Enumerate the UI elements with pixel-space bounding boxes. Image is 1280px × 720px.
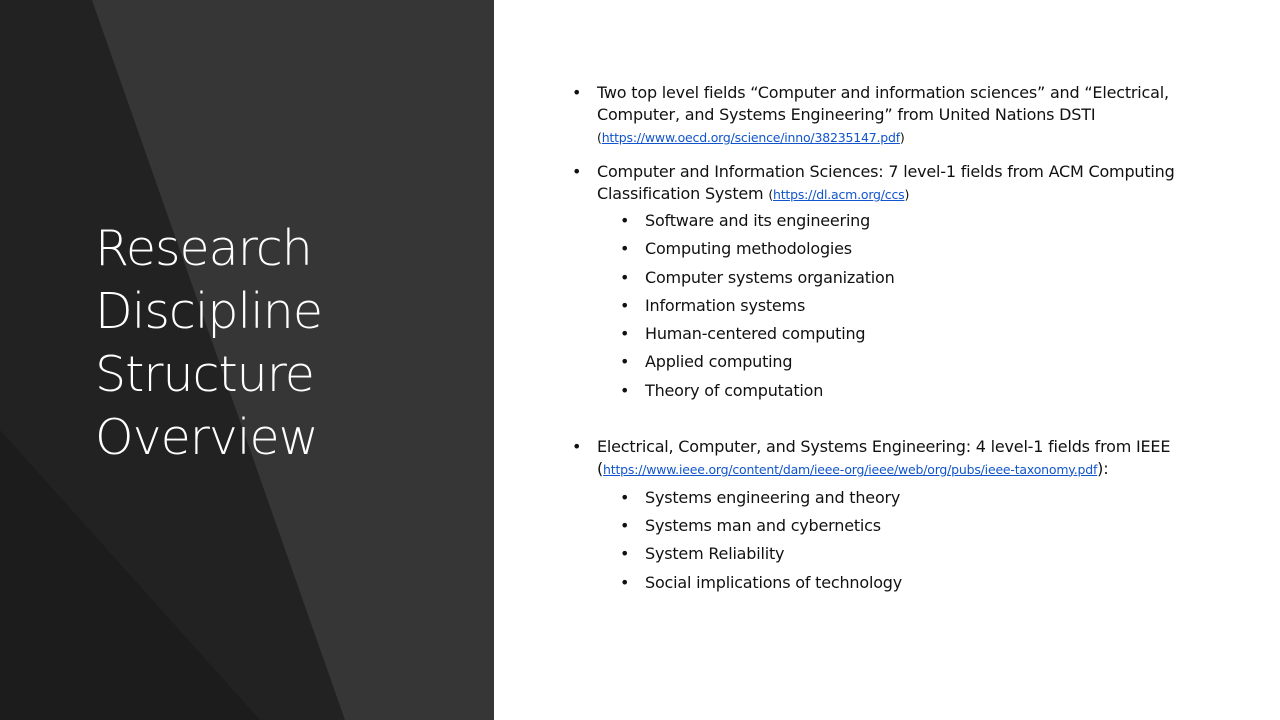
sub-bullet-text: Software and its engineering (645, 211, 871, 230)
bullet-icon: • (620, 211, 630, 230)
bullet-icon: • (620, 239, 630, 259)
sub-bullet-text: Systems man and cybernetics (645, 516, 881, 536)
sub-bullet-item: • Computing methodologies (572, 238, 1212, 260)
title-panel: Research Discipline Structure Overview (0, 0, 494, 720)
ieee-taxonomy-link[interactable]: https://www.ieee.org/content/dam/ieee-or… (603, 461, 1098, 477)
paren-open: ( (597, 130, 602, 145)
sub-bullet-item: • Systems man and cybernetics (572, 515, 1212, 537)
acm-ccs-link[interactable]: https://dl.acm.org/ccs (773, 187, 905, 202)
oecd-link[interactable]: https://www.oecd.org/science/inno/382351… (601, 130, 900, 145)
sub-bullet-item: • Social implications of technology (572, 572, 1212, 594)
slide-title: Research Discipline Structure Overview (95, 217, 475, 469)
bullet-text: Electrical, Computer, and Systems Engine… (597, 436, 1171, 456)
sub-bullet-item: • Applied computing (572, 351, 1212, 373)
sub-bullet-item: • System Reliability (572, 543, 1212, 565)
bullet-icon: • (572, 83, 582, 102)
bullet-icon: • (572, 162, 582, 181)
sub-bullet-text: Theory of computation (645, 380, 824, 400)
bullet-icon: • (620, 380, 630, 400)
sub-bullet-item: • Information systems (572, 295, 1212, 317)
title-line: Discipline (95, 283, 323, 340)
paren-close: ) (899, 130, 905, 145)
sub-bullet-text: System Reliability (645, 544, 785, 564)
bullet-icon: • (620, 267, 630, 287)
sub-bullet-text: Systems engineering and theory (645, 487, 901, 507)
panel-background-shapes (0, 0, 494, 720)
sub-bullet-text: Human-centered computing (645, 324, 866, 344)
bullet-icon: • (620, 516, 630, 536)
bullet-icon: • (572, 436, 582, 456)
sub-bullet-text: Information systems (645, 295, 806, 315)
bullet-item: • Electrical, Computer, and Systems Engi… (572, 436, 1212, 481)
sub-bullet-text: Social implications of technology (645, 572, 903, 592)
sub-bullet-text: Computing methodologies (645, 239, 852, 259)
title-line: Overview (95, 409, 319, 466)
sub-bullet-item: • Theory of computation (572, 380, 1212, 402)
slide-content: • Two top level fields “Computer and inf… (572, 82, 1212, 594)
sub-bullet-item: • Systems engineering and theory (572, 487, 1212, 509)
paren-close: ): (1097, 458, 1109, 478)
sub-bullet-text: Applied computing (645, 352, 793, 372)
sub-bullet-item: • Software and its engineering (572, 210, 1212, 232)
sub-bullet-text: Computer systems organization (645, 267, 895, 287)
sub-bullet-item: • Human-centered computing (572, 323, 1212, 345)
title-line: Research (95, 220, 313, 277)
bullet-item: • Computer and Information Sciences: 7 l… (572, 161, 1212, 206)
bullet-icon: • (620, 324, 630, 344)
bullet-text: Two top level fields “Computer and infor… (597, 83, 1169, 124)
paren-open: ( (597, 458, 604, 478)
sub-bullet-item: • Computer systems organization (572, 267, 1212, 289)
bullet-text: Computer and Information Sciences: 7 lev… (597, 162, 1175, 203)
bullet-item: • Two top level fields “Computer and inf… (572, 82, 1212, 149)
title-line: Structure (95, 346, 315, 403)
bullet-icon: • (620, 352, 630, 372)
bullet-icon: • (620, 295, 630, 315)
bullet-icon: • (620, 572, 630, 592)
paren-close: ) (904, 187, 910, 202)
bullet-icon: • (620, 544, 630, 564)
paren-open: ( (768, 187, 773, 202)
bullet-icon: • (620, 487, 630, 507)
